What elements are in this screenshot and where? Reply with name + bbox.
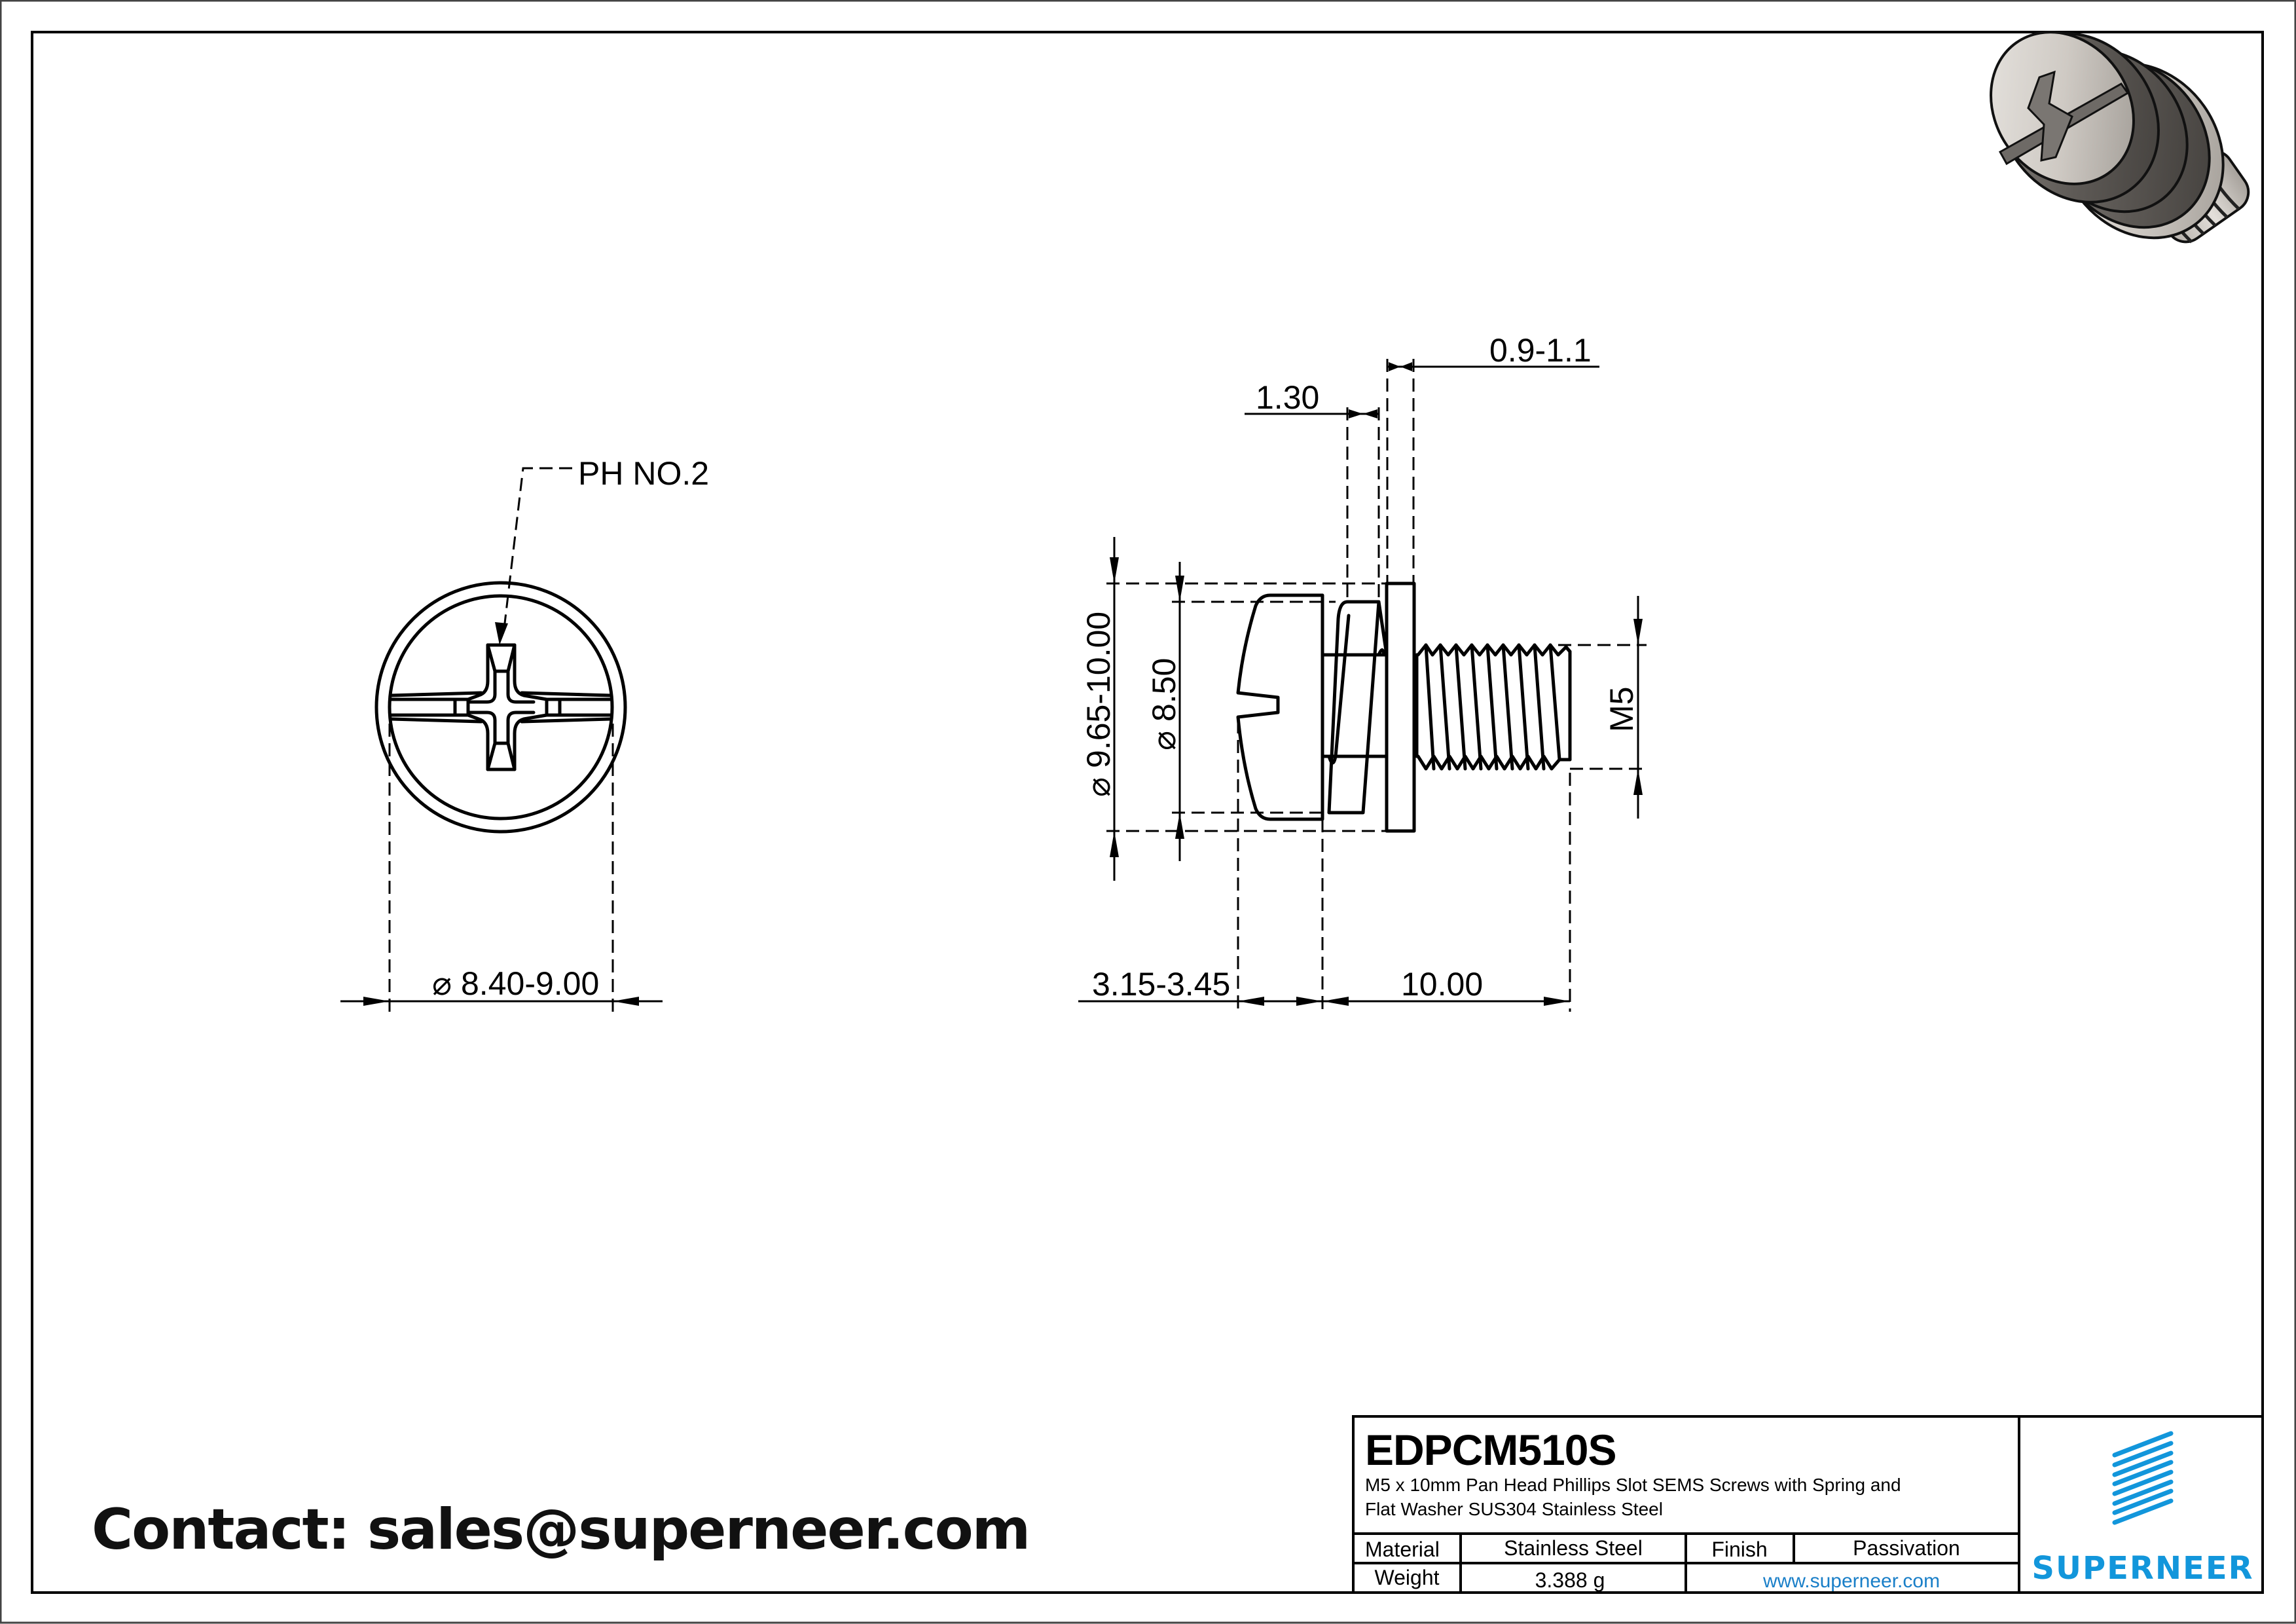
arrow-thread-bottom <box>1633 769 1643 795</box>
head-outer-circle <box>374 581 627 834</box>
flat-washer-thickness-label: 0.9-1.1 <box>1489 332 1592 369</box>
arrow-head-left <box>1238 997 1264 1006</box>
diameter-symbol: ⌀ <box>1146 731 1182 750</box>
description-line-2: Flat Washer SUS304 Stainless Steel <box>1365 1499 1663 1519</box>
title-block: EDPCM510S M5 x 10mm Pan Head Phillips Sl… <box>1352 1415 2264 1594</box>
phillips-size-label: PH NO.2 <box>578 455 709 492</box>
arrow-fw-left <box>1389 362 1400 371</box>
part-number: EDPCM510S <box>1365 1426 1616 1474</box>
callout-arrow <box>495 622 508 645</box>
finish-label: Finish <box>1711 1538 1767 1561</box>
inner-border <box>31 31 2264 1594</box>
title-block-frame <box>1352 1415 2264 1594</box>
arrow-head-right <box>1296 997 1322 1006</box>
pan-head <box>1236 593 1324 821</box>
head-diameter-dim: ⌀ 8.50 <box>1146 658 1182 750</box>
diameter-symbol: ⌀ <box>432 965 452 1002</box>
dim-arrow-right <box>613 997 639 1006</box>
arrow-thread-top <box>1633 619 1643 645</box>
arrow-washer-top <box>1110 557 1119 583</box>
diameter-symbol: ⌀ <box>1080 777 1117 797</box>
head-inner-circle <box>388 594 614 821</box>
finish-value: Passivation <box>1853 1536 1960 1560</box>
website-link[interactable]: www.superneer.com <box>1762 1570 1940 1592</box>
arrow-head-top <box>1175 576 1184 602</box>
thread <box>1415 643 1572 771</box>
brand-name: SUPERNEER <box>2032 1550 2253 1587</box>
arrow-fw-right <box>1400 362 1412 371</box>
arrow-head-bottom <box>1175 813 1184 839</box>
washer-diameter-label: 9.65-10.00 <box>1080 612 1117 768</box>
washer-diameter-dim: ⌀ 9.65-10.00 <box>1080 612 1117 797</box>
arrow-spring-left <box>1349 409 1363 418</box>
description-line-1: M5 x 10mm Pan Head Phillips Slot SEMS Sc… <box>1365 1475 1901 1495</box>
head-height-label: 3.15-3.45 <box>1092 966 1230 1003</box>
flat-washer <box>1385 581 1416 833</box>
material-value: Stainless Steel <box>1504 1536 1643 1560</box>
spring-washer <box>1327 600 1389 815</box>
weight-label: Weight <box>1374 1566 1439 1589</box>
phillips-tapers <box>486 643 517 771</box>
superneer-stripes-logo-icon <box>2112 1431 2174 1525</box>
phillips-inner <box>467 669 536 745</box>
weight-value: 3.388 g <box>1535 1568 1605 1592</box>
front-view: PH NO.2 ⌀ 8.40-9.00 <box>340 455 709 1012</box>
side-view: ⌀ 9.65-10.00 ⌀ 8.50 M5 0.9-1.1 <box>1078 332 1647 1012</box>
head-diameter-label: 8.50 <box>1146 658 1182 722</box>
arrow-washer-bottom <box>1110 831 1119 857</box>
arrow-len-right <box>1544 997 1570 1006</box>
spring-washer-thickness-label: 1.30 <box>1256 379 1319 416</box>
arrow-len-left <box>1322 997 1349 1006</box>
thread-size-label: M5 <box>1603 687 1640 732</box>
spring-washer-helix <box>1327 614 1386 765</box>
isometric-screw-icon <box>1990 31 2250 244</box>
phillips-cross-icon <box>466 643 549 771</box>
length-label: 10.00 <box>1401 966 1483 1003</box>
head-diameter-label: 8.40-9.00 <box>461 965 599 1002</box>
contact-text: Contact: sales@superneer.com <box>92 1497 1029 1562</box>
material-label: Material <box>1365 1538 1440 1561</box>
callout-leader <box>503 467 572 629</box>
dim-arrow-left <box>363 997 390 1006</box>
arrow-spring-right <box>1363 409 1377 418</box>
slot-edges <box>389 691 613 724</box>
